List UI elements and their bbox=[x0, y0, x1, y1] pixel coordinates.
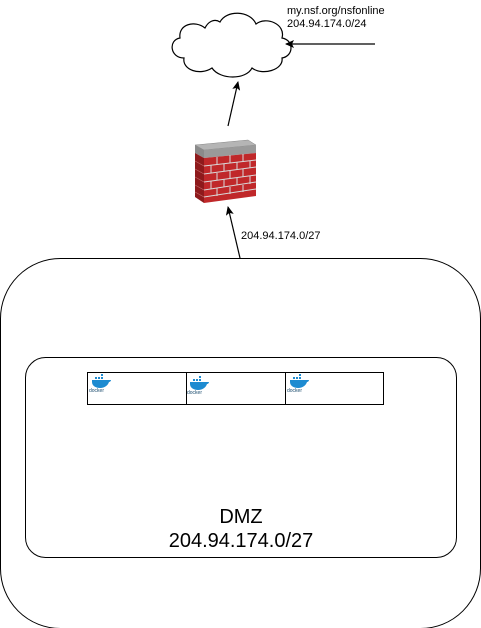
firewall-to-cloud-arrow bbox=[227, 81, 241, 127]
dmz-to-firewall-arrow bbox=[225, 206, 241, 259]
dmz-title: DMZ bbox=[219, 506, 263, 528]
container-label: docker bbox=[89, 388, 105, 394]
firewall-icon bbox=[194, 139, 257, 203]
docker-icon bbox=[290, 374, 309, 388]
dmz-zone bbox=[25, 357, 457, 558]
container-label: docker bbox=[287, 388, 303, 394]
container-box bbox=[87, 372, 187, 405]
cloud-url-label: my.nsf.org/nsfonline bbox=[287, 5, 385, 17]
docker-icon bbox=[92, 374, 111, 388]
cloud-subnet-label: 204.94.174.0/24 bbox=[287, 18, 367, 30]
dmz-subnet: 204.94.174.0/27 bbox=[168, 530, 314, 552]
docker-icon bbox=[190, 376, 209, 390]
firewall-link-label: 204.94.174.0/27 bbox=[241, 230, 321, 242]
container-box bbox=[285, 372, 384, 405]
internet-cloud bbox=[171, 12, 292, 78]
container-label: docker bbox=[187, 390, 203, 396]
